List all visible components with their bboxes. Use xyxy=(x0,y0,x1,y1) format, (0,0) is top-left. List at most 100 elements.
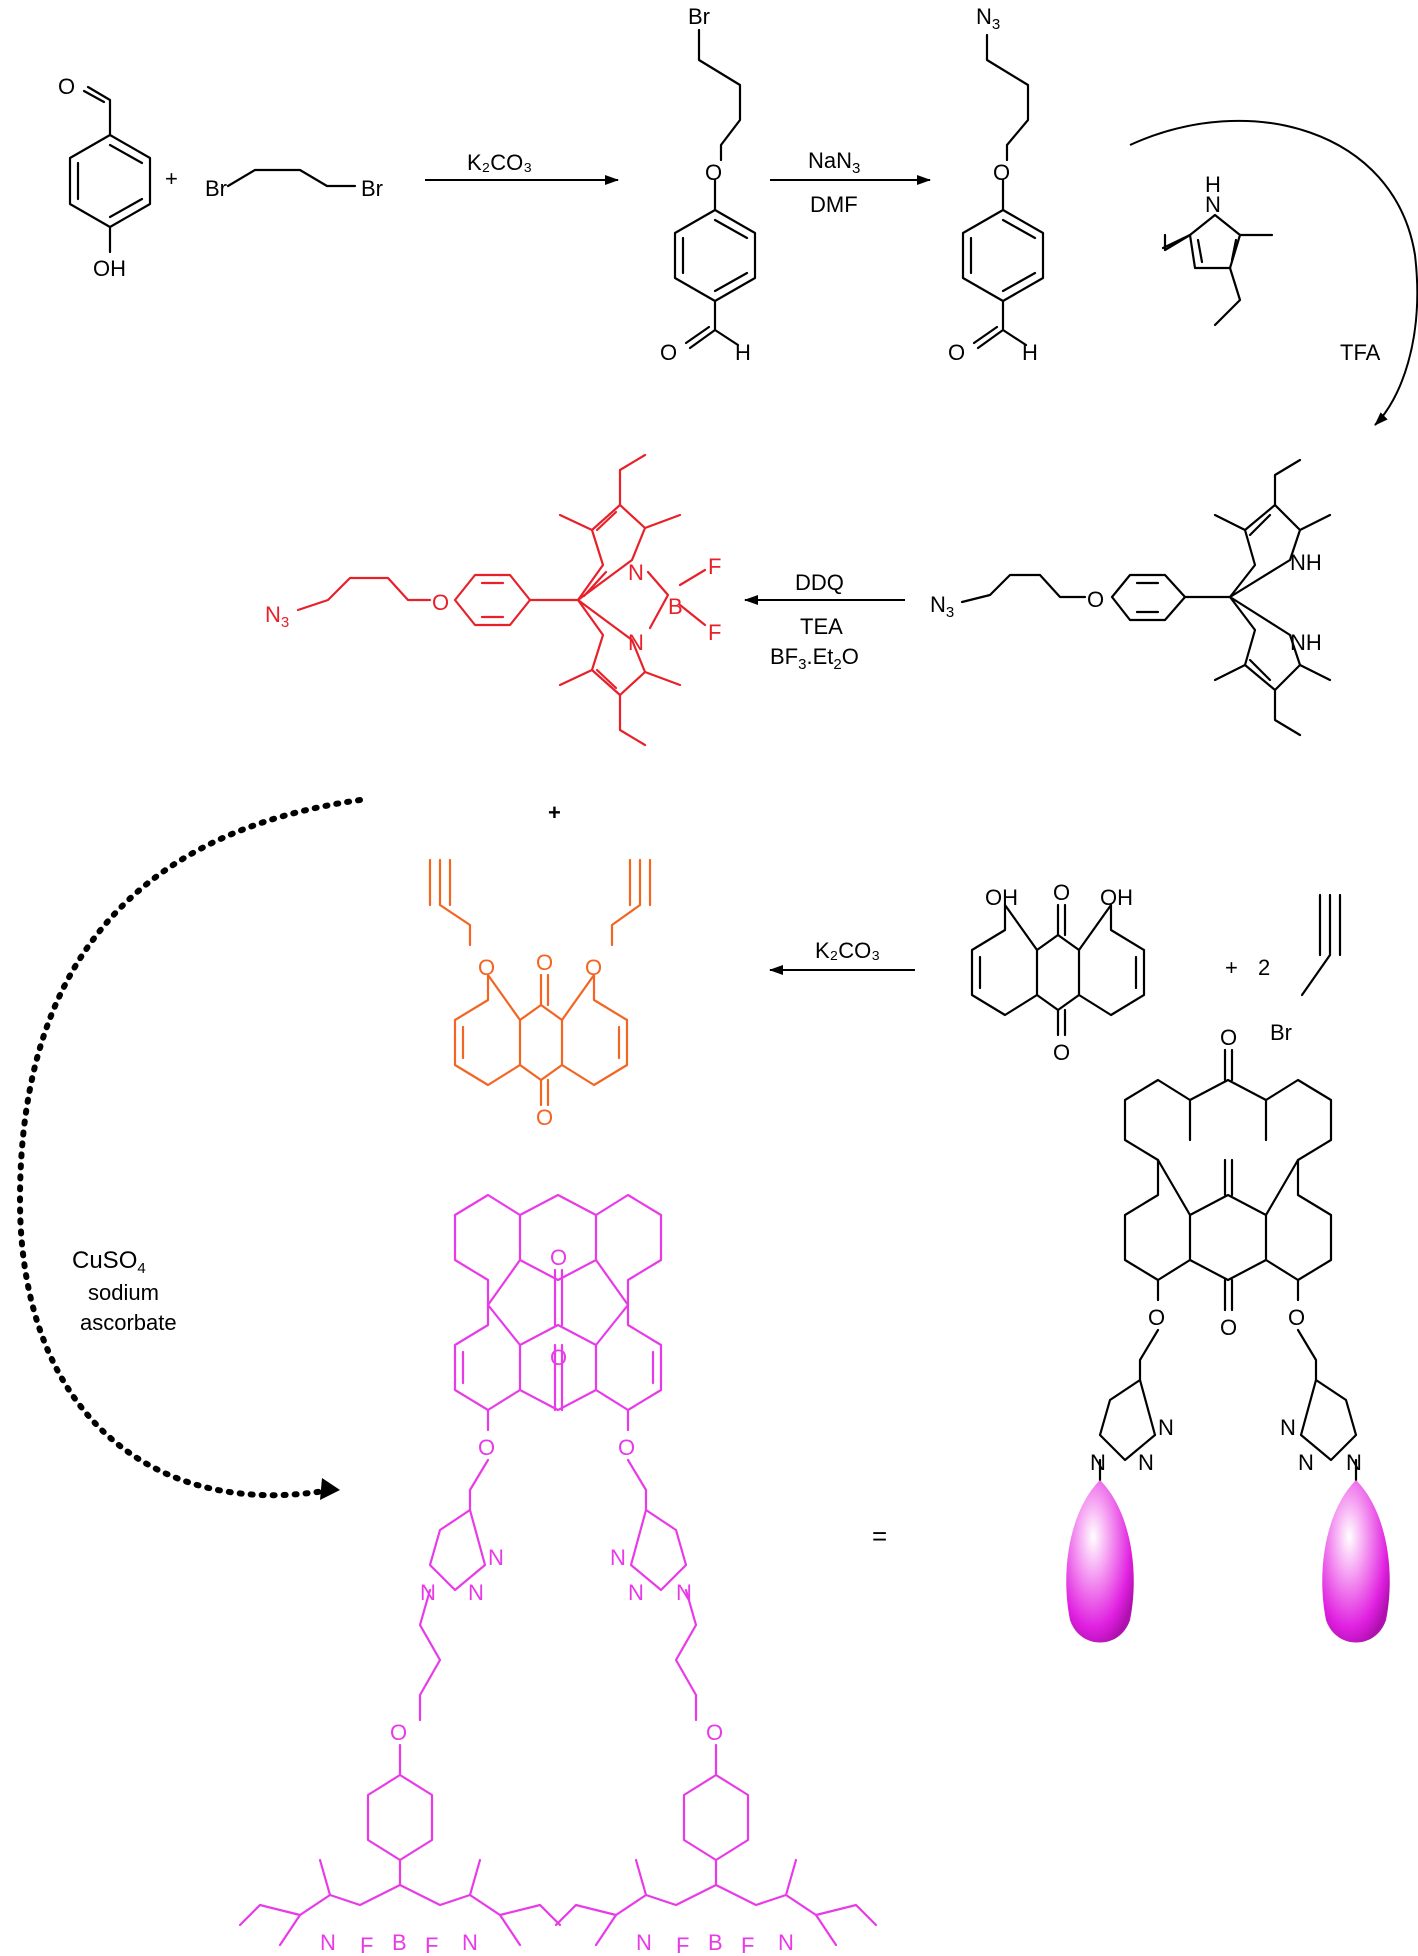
o-top-label: O xyxy=(550,1245,567,1270)
coefficient: 2 xyxy=(1258,955,1270,980)
bodipy-right-f2: F xyxy=(741,1933,754,1956)
n-bottom-label: N xyxy=(628,630,644,655)
bodipy-right-n1: N xyxy=(636,1930,652,1955)
bodipy-right-f1: F xyxy=(676,1933,689,1956)
bodipy-left-f2: F xyxy=(425,1933,438,1956)
n-top-label: N xyxy=(628,560,644,585)
o-ether-right: O xyxy=(706,1720,723,1745)
tz-left-n1: N xyxy=(420,1580,436,1605)
o-left-label: O xyxy=(478,1435,495,1460)
pyrrole-n-label: N xyxy=(1205,192,1221,217)
final-product: O O O O N N N N N N O O N N B F F N N B … xyxy=(238,1193,878,1956)
dibromopropane: Br Br xyxy=(205,168,383,201)
tz-right-n2: N xyxy=(628,1580,644,1605)
azide-label: N3 xyxy=(930,592,954,621)
ether-o-label: O xyxy=(1087,587,1104,612)
dotted-arrow-click xyxy=(16,797,363,1499)
tfa-label: TFA xyxy=(1340,340,1381,365)
bodipy-right-b: B xyxy=(708,1930,723,1955)
curved-arrow-tfa xyxy=(1129,119,1418,426)
dipyrromethane: N3 O NH NH xyxy=(930,458,1332,737)
ether-o-label: O xyxy=(705,160,722,185)
tz-right-n3: N xyxy=(1280,1415,1296,1440)
o-bottom-label: O xyxy=(536,1105,553,1130)
tz-left-n3: N xyxy=(1158,1415,1174,1440)
dotted-arrow-head xyxy=(320,1478,340,1500)
bodipy-azide: N3 O N N B F F xyxy=(265,453,721,747)
bf3-label: BF3.Et2O xyxy=(770,644,859,673)
o-right-label: O xyxy=(1288,1305,1305,1330)
bromopropoxy-benzaldehyde: Br O O H xyxy=(660,4,757,365)
tz-right-n2: N xyxy=(1298,1450,1314,1475)
aldehyde-o-label: O xyxy=(660,340,677,365)
o-top-label: O xyxy=(1220,1025,1237,1050)
bodipy-left-n2: N xyxy=(462,1930,478,1955)
hydroxybenzaldehyde: O OH xyxy=(58,74,152,281)
o-left-label: O xyxy=(1148,1305,1165,1330)
o-bottom-label: O xyxy=(1053,1040,1070,1065)
aldehyde-h-label: H xyxy=(735,340,751,365)
br-right-label: Br xyxy=(361,176,383,201)
boron-label: B xyxy=(668,594,683,619)
o-top-label: O xyxy=(536,950,553,975)
o-mid-label: O xyxy=(1220,1315,1237,1340)
oh-left-label: OH xyxy=(985,885,1018,910)
nh-bottom-label: NH xyxy=(1290,630,1322,655)
step1-reagent-label: K₂CO₃ xyxy=(467,150,532,175)
tz-right-n3: N xyxy=(610,1545,626,1570)
plus-sign: + xyxy=(165,166,178,191)
nh-top-label: NH xyxy=(1290,550,1322,575)
propargyl-bromide: Br xyxy=(1270,893,1342,1045)
kryptopyrrole: N H xyxy=(1161,172,1274,327)
o-left-label: O xyxy=(478,955,495,980)
tz-left-n3: N xyxy=(488,1545,504,1570)
step2-reagent-top: NaN3 xyxy=(808,148,860,177)
aldehyde-o-label: O xyxy=(948,340,965,365)
bodipy-left-b: B xyxy=(392,1930,407,1955)
azide-label: N3 xyxy=(976,4,1000,33)
sodium-label: sodium xyxy=(88,1280,159,1305)
tz-left-n2: N xyxy=(468,1580,484,1605)
step2-reagent-bottom: DMF xyxy=(810,192,858,217)
tz-right-n1: N xyxy=(1346,1450,1362,1475)
f-top-label: F xyxy=(708,554,721,579)
bodipy-left-f1: F xyxy=(360,1933,373,1956)
fluorophore-drop-left xyxy=(1066,1480,1134,1643)
fluorophore-drop-right xyxy=(1322,1480,1390,1643)
dihydroxyanthraquinone: OH OH O O xyxy=(970,880,1146,1065)
hydroxyl-label: OH xyxy=(93,256,126,281)
o-ether-left: O xyxy=(390,1720,407,1745)
ether-o-label: O xyxy=(432,590,449,615)
bodipy-left-n1: N xyxy=(320,1930,336,1955)
aldehyde-h-label: H xyxy=(1022,340,1038,365)
o-right-label: O xyxy=(585,955,602,980)
ddq-label: DDQ xyxy=(795,570,844,595)
f-bottom-label: F xyxy=(708,620,721,645)
br-left-label: Br xyxy=(205,176,227,201)
plus-mid: + xyxy=(548,800,561,825)
plus-propargyl: + xyxy=(1225,955,1238,980)
o-right-label: O xyxy=(618,1435,635,1460)
schematic-structure: O O O O N N N N N N xyxy=(1066,1025,1390,1643)
o-top-label: O xyxy=(1053,880,1070,905)
azide-label: N3 xyxy=(265,602,289,631)
o-mid-label: O xyxy=(550,1345,567,1370)
azidopropoxy-benzaldehyde: N3 O O H xyxy=(948,4,1045,365)
pyrrole-h-label: H xyxy=(1205,172,1221,197)
aldehyde-o-label: O xyxy=(58,74,75,99)
tea-label: TEA xyxy=(800,614,843,639)
tz-right-n1: N xyxy=(676,1580,692,1605)
br-label: Br xyxy=(688,4,710,29)
br-label: Br xyxy=(1270,1020,1292,1045)
cuso4-label: CuSO4 xyxy=(72,1247,146,1277)
ascorbate-label: ascorbate xyxy=(80,1310,177,1335)
ether-o-label: O xyxy=(993,160,1010,185)
tz-left-n1: N xyxy=(1090,1450,1106,1475)
propargylation-reagent: K₂CO₃ xyxy=(815,938,880,963)
equals-sign: = xyxy=(872,1521,887,1551)
tz-left-n2: N xyxy=(1138,1450,1154,1475)
dipropargyl-anthraquinone: O O O O xyxy=(428,858,652,1130)
bodipy-right-n2: N xyxy=(778,1930,794,1955)
oh-right-label: OH xyxy=(1100,885,1133,910)
